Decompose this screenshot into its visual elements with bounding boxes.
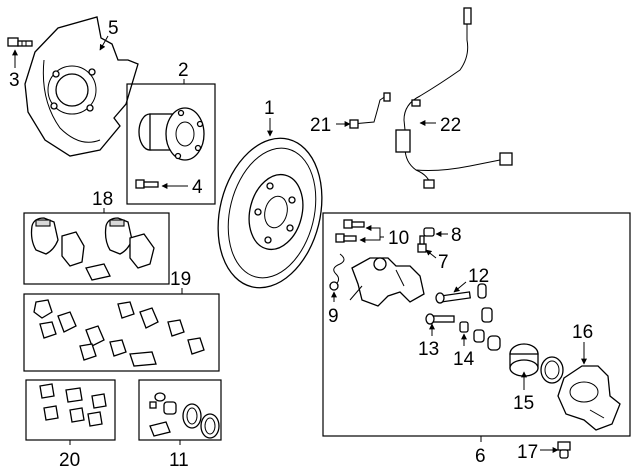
callout-2: 2 <box>178 60 189 81</box>
callout-17: 17 <box>517 442 538 463</box>
clip-box <box>23 293 220 372</box>
callout-10: 10 <box>388 228 409 249</box>
callout-18: 18 <box>92 189 113 210</box>
hub-box <box>126 83 216 205</box>
callout-4: 4 <box>192 177 203 198</box>
callout-9: 9 <box>328 306 339 327</box>
callout-22: 22 <box>440 115 461 136</box>
sensor-wire-22 <box>395 7 513 189</box>
callout-13: 13 <box>418 339 439 360</box>
guide-pin-13 <box>425 313 455 325</box>
bleeder-cap-8 <box>423 227 435 237</box>
hub-bolt-4 <box>135 179 159 189</box>
guide-pin-12 <box>435 283 487 304</box>
caliper-box <box>322 212 631 437</box>
bolt-3 <box>7 37 33 47</box>
bleeder-screw-7 <box>417 235 427 253</box>
brake-pads-18 <box>30 217 155 281</box>
callout-1: 1 <box>264 98 275 119</box>
callout-16: 16 <box>572 322 593 343</box>
callout-8: 8 <box>451 225 462 246</box>
hub-bearing-2 <box>138 107 205 161</box>
dust-shield-5 <box>24 16 139 157</box>
callout-12: 12 <box>468 266 489 287</box>
bleeder-bolts-10 <box>335 219 365 243</box>
callout-14: 14 <box>453 349 475 370</box>
callout-5: 5 <box>108 18 119 39</box>
callout-3: 3 <box>9 70 20 91</box>
callout-7: 7 <box>438 252 449 273</box>
caliper-housing-16 <box>557 365 621 431</box>
rotor-1 <box>217 137 323 289</box>
shim-kit-20 <box>39 383 107 427</box>
callout-15: 15 <box>513 393 534 414</box>
callout-19: 19 <box>170 269 191 290</box>
pad-box <box>23 212 170 285</box>
callout-20: 20 <box>59 450 80 471</box>
sensor-wire-21 <box>349 92 391 129</box>
spring-9 <box>329 253 345 291</box>
pad-clips-19 <box>33 299 205 367</box>
callout-21: 21 <box>310 115 331 136</box>
callout-11: 11 <box>169 450 189 471</box>
caliper-bolt-17 <box>557 441 571 459</box>
callout-6: 6 <box>475 446 486 467</box>
bushing-14 <box>459 307 493 343</box>
seal-kit-11 <box>149 392 220 439</box>
piston-15 <box>487 335 564 384</box>
caliper-bracket <box>349 257 425 307</box>
